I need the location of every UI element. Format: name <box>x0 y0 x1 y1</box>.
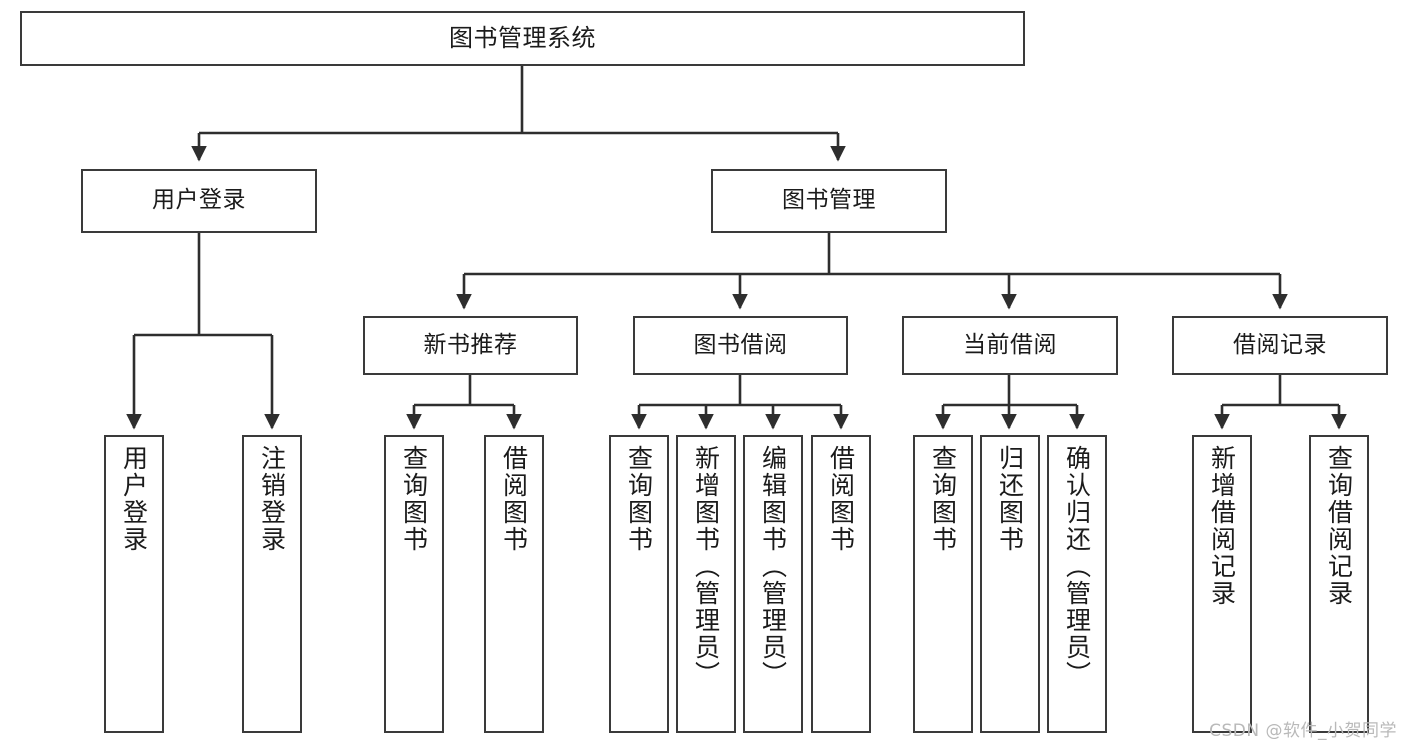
node-label: 编辑图书（管理员） <box>758 445 788 688</box>
node-label: 归还图书 <box>995 445 1025 553</box>
node-label: 当前借阅 <box>963 331 1057 358</box>
leaf-current-return-book[interactable]: 归还图书 <box>980 435 1040 733</box>
leaf-user-login-login[interactable]: 用户登录 <box>104 435 164 733</box>
leaf-current-confirm-return-admin[interactable]: 确认归还（管理员） <box>1047 435 1107 733</box>
node-label: 查询图书 <box>624 445 654 553</box>
leaf-borrow-borrow-book[interactable]: 借阅图书 <box>811 435 871 733</box>
node-label: 借阅图书 <box>499 445 529 553</box>
node-label: 查询借阅记录 <box>1324 445 1354 607</box>
node-book-management[interactable]: 图书管理 <box>711 169 947 233</box>
node-label: 图书管理 <box>782 187 876 214</box>
node-label: 用户登录 <box>119 445 149 553</box>
leaf-borrow-add-book-admin[interactable]: 新增图书（管理员） <box>676 435 736 733</box>
leaf-borrow-edit-book-admin[interactable]: 编辑图书（管理员） <box>743 435 803 733</box>
leaf-user-login-logout[interactable]: 注销登录 <box>242 435 302 733</box>
node-new-book-recommend[interactable]: 新书推荐 <box>363 316 578 375</box>
leaf-current-query-book[interactable]: 查询图书 <box>913 435 973 733</box>
node-label: 查询图书 <box>928 445 958 553</box>
node-book-borrow[interactable]: 图书借阅 <box>633 316 848 375</box>
node-label: 新增图书（管理员） <box>691 445 721 688</box>
leaf-recommend-query-book[interactable]: 查询图书 <box>384 435 444 733</box>
node-label: 注销登录 <box>257 445 287 553</box>
leaf-record-add-record[interactable]: 新增借阅记录 <box>1192 435 1252 733</box>
leaf-recommend-borrow-book[interactable]: 借阅图书 <box>484 435 544 733</box>
watermark-text: CSDN @软件_小贺同学 <box>1209 721 1397 741</box>
node-user-login[interactable]: 用户登录 <box>81 169 317 233</box>
leaf-borrow-query-book[interactable]: 查询图书 <box>609 435 669 733</box>
node-label: 图书管理系统 <box>449 24 596 53</box>
node-label: 确认归还（管理员） <box>1062 445 1092 688</box>
node-label: 图书借阅 <box>693 331 788 358</box>
node-label: 新书推荐 <box>423 331 518 358</box>
node-label: 用户登录 <box>152 187 246 214</box>
node-current-borrow[interactable]: 当前借阅 <box>902 316 1118 375</box>
node-borrow-record[interactable]: 借阅记录 <box>1172 316 1388 375</box>
leaf-record-query-record[interactable]: 查询借阅记录 <box>1309 435 1369 733</box>
node-root-system[interactable]: 图书管理系统 <box>20 11 1025 66</box>
node-label: 借阅图书 <box>826 445 856 553</box>
node-label: 借阅记录 <box>1233 331 1327 358</box>
node-label: 查询图书 <box>399 445 429 553</box>
node-label: 新增借阅记录 <box>1207 445 1237 607</box>
